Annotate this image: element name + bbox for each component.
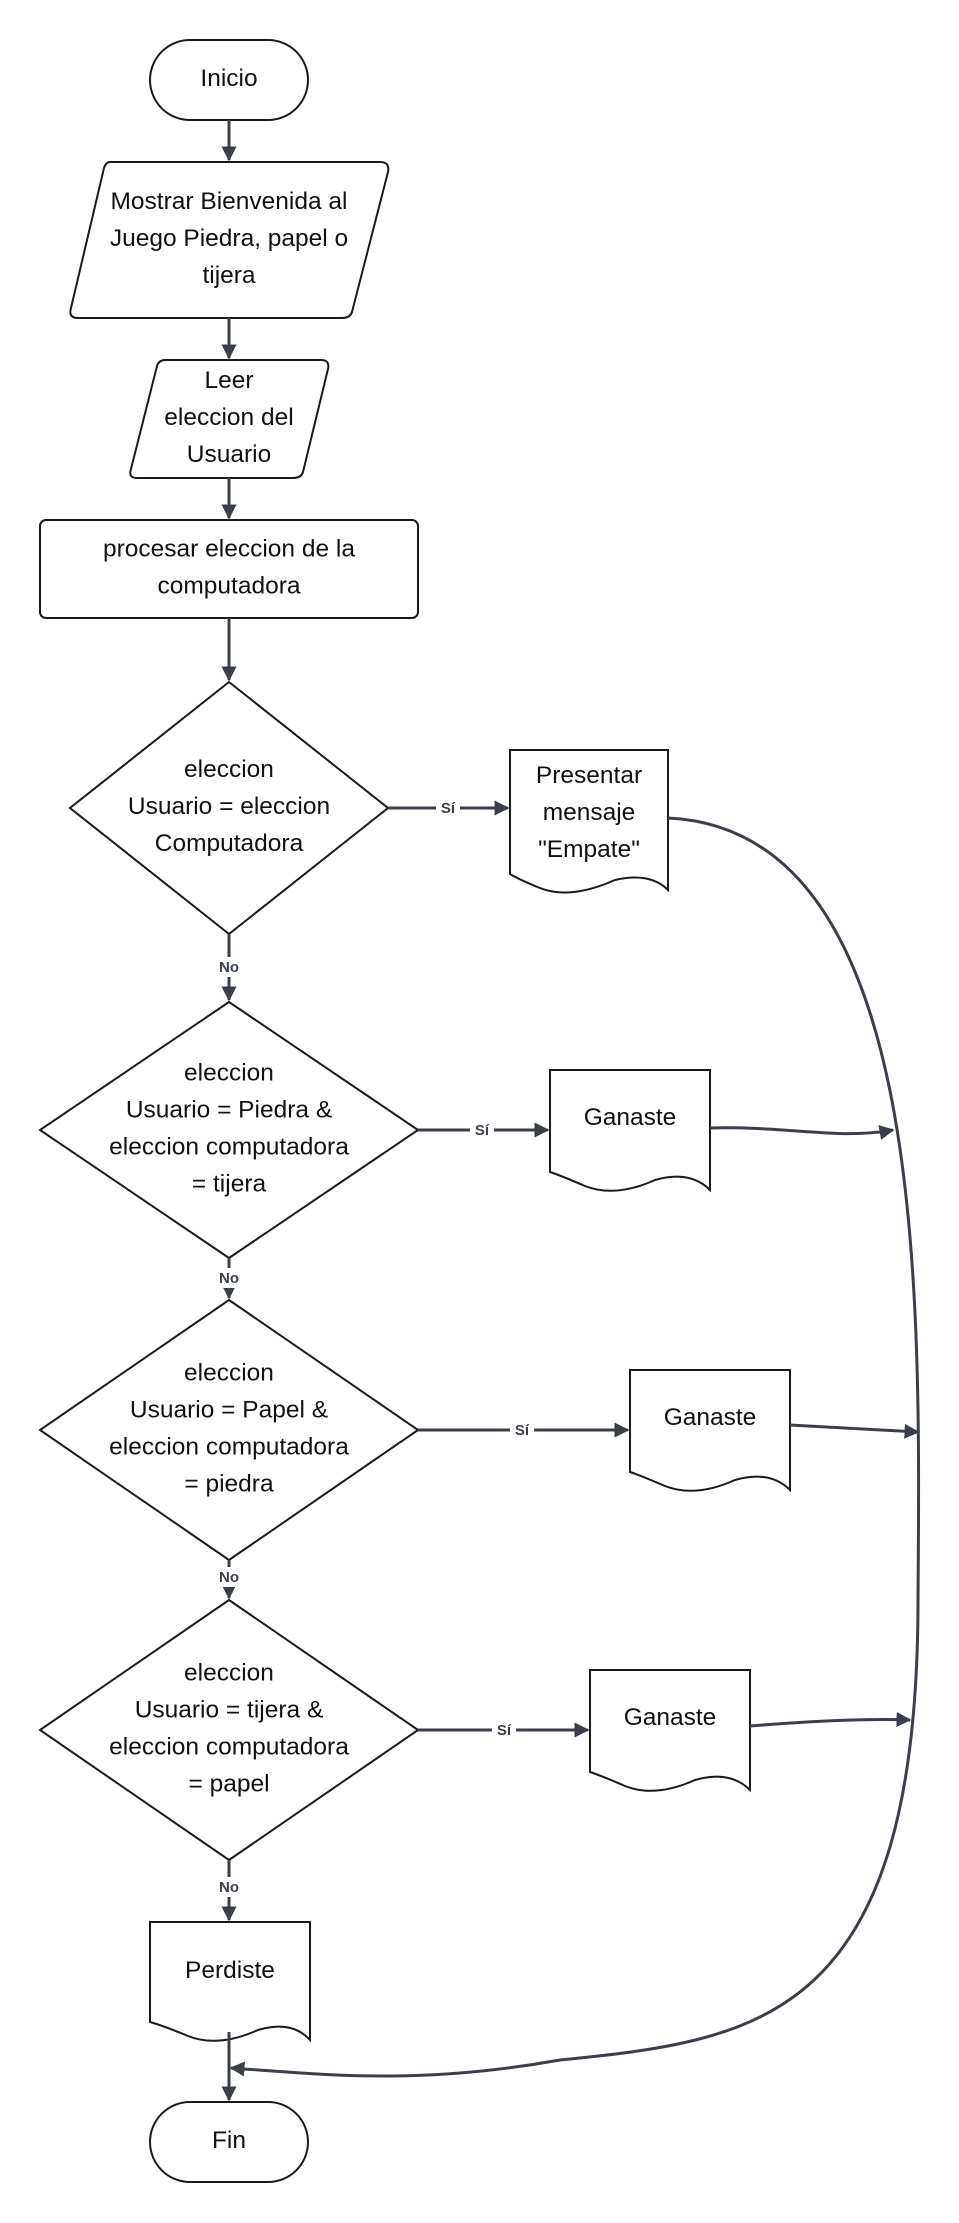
svg-text:No: No (219, 1270, 239, 1287)
node-text-line: procesar eleccion de la (103, 536, 355, 563)
node-text-line: mensaje (543, 799, 636, 826)
node-text-line: Usuario = tijera & (135, 1697, 324, 1724)
empate-document[interactable]: Presentar mensaje "Empate" (509, 749, 669, 894)
perdiste-document[interactable]: Perdiste (149, 1921, 311, 2043)
label-si-4: Sí (492, 1720, 516, 1740)
node-text-line: eleccion (184, 1360, 274, 1387)
svg-text:Sí: Sí (515, 1422, 530, 1439)
perdiste-label: Perdiste (185, 1957, 275, 1984)
node-text-line: Usuario = eleccion (128, 793, 330, 820)
edge-ganaste3-curve (749, 1711, 912, 1728)
node-text-line: Usuario = Papel & (130, 1397, 328, 1424)
node-text-line: eleccion (184, 1060, 274, 1087)
node-text-line: Ganaste (624, 1704, 717, 1731)
label-si-2: Sí (470, 1120, 494, 1140)
inicio-label: Inicio (200, 65, 257, 92)
node-text-line: computadora (157, 573, 300, 600)
node-text-line: Ganaste (584, 1104, 677, 1131)
node-text-line: tijera (202, 262, 255, 289)
node-text-line: eleccion (184, 756, 274, 783)
node-text-line: Inicio (200, 65, 257, 92)
label-no-3: No (214, 1567, 244, 1587)
node-text-line: = piedra (184, 1471, 274, 1498)
procesar-process[interactable]: procesar eleccion de la computadora (39, 519, 419, 619)
edge-ganaste2-curve (789, 1423, 920, 1439)
bienvenida-label: Mostrar Bienvenida al Juego Piedra, papel… (110, 188, 348, 289)
ganaste-2-label: Ganaste (664, 1404, 757, 1431)
node-text-line: Leer (204, 367, 253, 394)
ganaste-2-document[interactable]: Ganaste (629, 1369, 791, 1493)
node-text-line: Fin (212, 2127, 246, 2154)
inicio-terminal[interactable]: Inicio (149, 39, 309, 121)
node-text-line: Usuario = Piedra & (126, 1097, 332, 1124)
svg-text:Sí: Sí (497, 1722, 512, 1739)
node-text-line: Juego Piedra, papel o (110, 225, 348, 252)
node-text-line: Mostrar Bienvenida al (111, 188, 348, 215)
label-si-3: Sí (510, 1420, 534, 1440)
edge-empate-fin (229, 816, 921, 2078)
edge-ganaste1-curve (709, 1125, 895, 1140)
label-no-1: No (214, 957, 244, 977)
svg-text:Sí: Sí (475, 1122, 490, 1139)
procesar-label: procesar eleccion de la computadora (103, 536, 355, 600)
svg-text:No: No (219, 959, 239, 976)
ganaste-1-label: Ganaste (584, 1104, 677, 1131)
node-text-line: eleccion del (164, 404, 293, 431)
label-si-1: Sí (436, 798, 460, 818)
svg-text:Sí: Sí (441, 800, 456, 817)
node-text-line: eleccion computadora (109, 1134, 349, 1161)
fin-terminal[interactable]: Fin (149, 2101, 309, 2183)
node-text-line: = papel (188, 1771, 269, 1798)
ganaste-3-document[interactable]: Ganaste (589, 1669, 751, 1793)
node-text-line: eleccion computadora (109, 1434, 349, 1461)
node-text-line: Usuario (187, 441, 271, 468)
node-text-line: Computadora (155, 830, 304, 857)
node-text-line: eleccion computadora (109, 1734, 349, 1761)
fin-label: Fin (212, 2127, 246, 2154)
ganaste-1-document[interactable]: Ganaste (549, 1069, 711, 1193)
node-text-line: Perdiste (185, 1957, 275, 1984)
node-text-line: "Empate" (538, 836, 640, 863)
empate-label: Presentar mensaje "Empate" (536, 762, 642, 863)
svg-text:No: No (219, 1879, 239, 1896)
svg-text:No: No (219, 1569, 239, 1586)
ganaste-3-label: Ganaste (624, 1704, 717, 1731)
node-text-line: Ganaste (664, 1404, 757, 1431)
bienvenida-output[interactable]: Mostrar Bienvenida al Juego Piedra, papel… (69, 161, 390, 319)
label-no-2: No (214, 1268, 244, 1288)
node-text-line: = tijera (192, 1171, 267, 1198)
label-no-4: No (214, 1877, 244, 1897)
node-text-line: Presentar (536, 762, 642, 789)
node-text-line: eleccion (184, 1660, 274, 1687)
